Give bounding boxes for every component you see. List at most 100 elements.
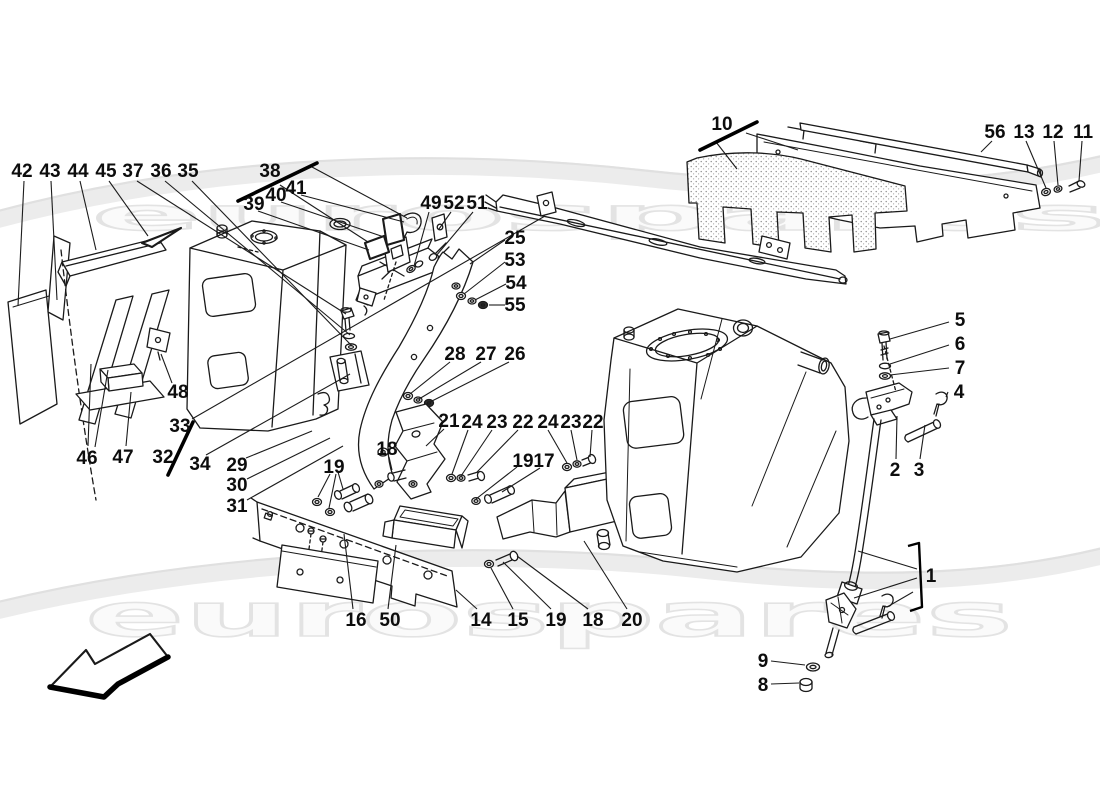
callout-47: 47 [112,447,133,468]
left-fuel-tank [186,217,351,432]
leader-line-6 [889,344,950,365]
leader-line-14 [455,589,478,610]
leader-line-41 [300,194,405,223]
callout-17: 17 [533,451,554,472]
leader-line-19 [475,466,518,500]
callout-23: 23 [486,412,507,433]
shield-20 [496,469,626,551]
callout-22: 22 [582,412,603,433]
callout-26: 26 [504,344,525,365]
leader-line-35 [191,180,353,347]
callout-46: 46 [76,448,97,469]
leader-line-2 [895,415,898,460]
pad-39 [363,234,391,261]
bracket-poly-1 [907,541,924,613]
z-bracket-21 [394,403,446,500]
leader-line-19 [502,561,552,610]
spacer-hardware [311,469,418,517]
center-bolt-group-left [445,470,486,483]
leader-line-34 [205,373,351,456]
strap-41 [403,212,422,239]
leader-line-40 [280,201,385,238]
leader-line-1 [857,550,918,570]
callout-40: 40 [265,185,286,206]
leader-line-9 [770,660,806,666]
callout-19: 19 [512,451,533,472]
lever-assembly [799,330,948,693]
pin-1c [853,612,893,635]
chassis-rail [484,191,848,285]
leader-line-20 [583,540,628,610]
sleeve-17 [471,485,516,506]
leader-line-19 [317,473,331,498]
callout-36: 36 [150,161,171,182]
leader-line-38 [311,166,408,219]
panel-42 [7,289,58,425]
callout-9: 9 [758,651,769,672]
callout-19: 19 [323,457,344,478]
leader-line-25 [469,239,506,265]
leader-line-24 [547,429,568,464]
callout-45: 45 [95,161,117,182]
callout-14: 14 [470,610,492,631]
leader-line-1 [886,591,914,608]
shield-hardware [758,180,1086,260]
leader-line-38 [279,184,369,243]
callout-28: 28 [444,344,465,365]
leader-line-15 [490,567,514,610]
leader-line-3 [919,424,926,460]
leader-line-19 [328,473,337,509]
mount-bracket-assembly [355,212,450,316]
callout-25: 25 [504,228,526,249]
callout-39: 39 [243,194,264,215]
leader-line-10 [745,132,799,151]
callout-30: 30 [226,475,247,496]
leader-line-44 [79,180,97,251]
leader-line-52 [438,211,452,230]
leader-line-46 [87,363,92,447]
callout-8: 8 [758,675,769,696]
callout-37: 37 [122,161,143,182]
callout-51: 51 [466,193,488,214]
callout-19: 19 [545,610,566,631]
leader-line-26 [429,361,510,403]
bolt-51 [428,252,438,262]
callout-35: 35 [177,161,199,182]
callout-22: 22 [512,412,533,433]
callout-1: 1 [926,566,937,587]
callout-54: 54 [505,273,527,294]
leader-line-23 [460,429,493,477]
leader-line-17 [501,467,541,493]
callout-27: 27 [475,344,496,365]
pad-40 [381,212,406,247]
leader-line-33 [191,215,546,420]
callout-5: 5 [955,310,966,331]
leader-line-54 [474,283,507,301]
leader-line-49 [413,211,430,267]
clip-1b [879,593,894,619]
callout-38: 38 [259,161,280,182]
washer-7 [878,372,892,380]
callout-12: 12 [1042,122,1063,143]
heat-shield-stippled [686,152,908,253]
leader-line-47 [125,391,132,447]
leader-line-12 [1053,140,1059,186]
leader-line-7 [889,367,950,376]
callout-44: 44 [67,161,89,182]
callout-53: 53 [504,250,525,271]
callout-33: 33 [169,416,190,437]
clip-34 [317,391,331,416]
callout-32: 32 [152,447,173,468]
callout-20: 20 [621,610,642,631]
leader-line-18 [516,555,589,610]
leader-line-23 [570,429,578,461]
washer-9 [805,662,821,672]
callout-18: 18 [582,610,603,631]
box-bracket-50 [276,505,469,604]
leader-line-30 [246,437,331,480]
callout-11: 11 [1073,122,1094,143]
control-rod [845,418,882,595]
